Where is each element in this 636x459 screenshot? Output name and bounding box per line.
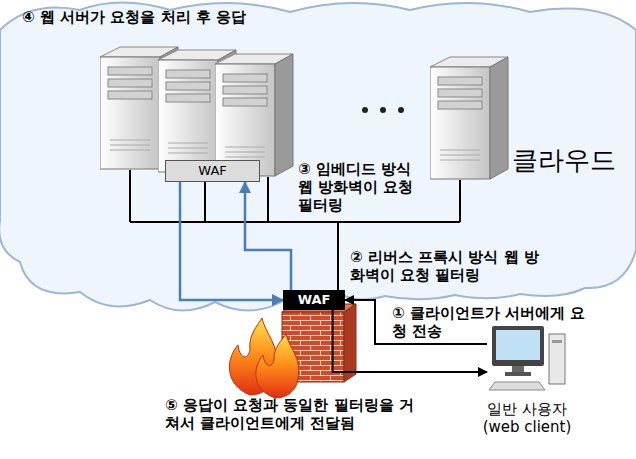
step-note: ③ 임베디드 방식 웹 방화벽이 요청 필터링 (298, 160, 428, 214)
flow-arrow (245, 182, 291, 290)
embedded-waf-box: WAF (165, 160, 260, 182)
flow-arrow (180, 182, 283, 300)
step-note: ② 리버스 프록시 방식 웹 방화벽이 요청 필터링 (350, 248, 550, 284)
web-client: 일반 사용자 (web client) (487, 326, 567, 396)
client-label: 일반 사용자 (web client) (467, 400, 587, 436)
cloud-label: 클라우드 (512, 145, 616, 176)
proxy-waf-box: WAF (283, 290, 345, 310)
step-caption: ④ 웹 서버가 요청을 처리 후 응답 (22, 8, 246, 26)
waf-label: WAF (298, 292, 331, 308)
step-note: ⑤ 응답이 요청과 동일한 필터링을 거쳐서 클라이언트에게 전달됨 (165, 396, 425, 432)
step-note: ① 클라이언트가 서버에게 요청 전송 (392, 304, 592, 340)
waf-label: WAF (198, 163, 227, 179)
computer-icon (487, 326, 567, 396)
